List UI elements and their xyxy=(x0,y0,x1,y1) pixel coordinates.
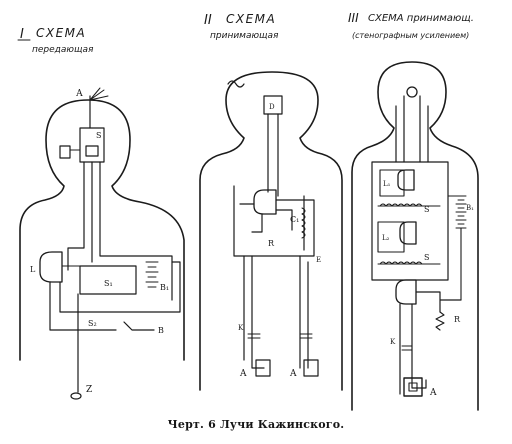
scheme-3-stage-2-tube-icon xyxy=(399,221,417,245)
scheme-1-tube-icon xyxy=(39,251,63,283)
scheme-3-stage-2-box xyxy=(377,221,405,253)
scheme-1-s1-box xyxy=(79,265,137,295)
scheme-1-heading: СХЕМА xyxy=(36,26,86,40)
figure-caption: Черт. 6 Лучи Кажинского. xyxy=(167,418,345,431)
scheme-3-stage-1-tube-icon xyxy=(397,169,415,191)
scheme-2-silhouette xyxy=(199,71,343,391)
scheme-2-capacitor-right-icon xyxy=(299,333,313,339)
scheme-2-label-a-left: A xyxy=(239,369,247,379)
scheme-1-label-a: А xyxy=(76,89,83,99)
scheme-2-capacitor-left-icon xyxy=(247,333,261,339)
scheme-1-label-b: B xyxy=(158,326,164,335)
scheme-2-numeral: II xyxy=(204,13,212,28)
scheme-1-label-l: L xyxy=(30,265,36,274)
scheme-1-label-z: Z xyxy=(86,385,92,395)
scheme-3-subtitle: (стенографным усилением) xyxy=(352,31,469,40)
scheme-2-heading: СХЕМА xyxy=(226,12,276,26)
scheme-1-subtitle: передающая xyxy=(32,45,94,55)
scheme-3: III СХЕМА принимающ. (стенографным усиле… xyxy=(348,11,479,411)
scheme-2-tube-icon xyxy=(253,189,277,215)
scheme-1-silhouette xyxy=(19,99,185,361)
scheme-1-body-wiring xyxy=(67,161,173,301)
scheme-3-lower-wiring xyxy=(399,291,462,395)
scheme-2-detector-box xyxy=(263,95,283,115)
scheme-3-label-k: K xyxy=(390,338,396,346)
scheme-2-electrode-right xyxy=(303,359,319,377)
scheme-3-electrode-inner xyxy=(408,382,418,392)
scheme-3-label-a: A xyxy=(429,388,437,398)
scheme-2-label-e: E xyxy=(316,256,321,264)
scheme-3-battery-icon xyxy=(455,195,467,229)
scheme-3-stage-1-coil-icon xyxy=(377,203,441,207)
scheme-3-label-b1: B₁ xyxy=(466,204,474,212)
scheme-1: I СХЕМА передающая А S L S₁ B₁ S₂ B xyxy=(17,26,185,400)
scheme-3-head-element-icon xyxy=(406,86,418,98)
scheme-2-label-k: K xyxy=(238,324,244,332)
scheme-1-lower-wiring xyxy=(49,261,181,331)
scheme-1-battery-icon xyxy=(145,261,159,288)
scheme-3-label-l2: L₂ xyxy=(382,234,390,242)
scheme-1-label-s2: S₂ xyxy=(88,319,97,328)
scheme-3-stage-1-box xyxy=(379,169,405,197)
scheme-1-label-s: S xyxy=(96,131,101,140)
scheme-3-battery-wiring xyxy=(447,195,462,301)
scheme-2-label-c: C₁ xyxy=(290,215,299,224)
scheme-3-resistor-icon xyxy=(435,311,445,331)
scheme-1-ground-icon xyxy=(70,392,82,400)
scheme-2-leg-wiring xyxy=(243,255,309,369)
scheme-2-label-r: R xyxy=(268,239,275,248)
scheme-3-stage-2-coil-icon xyxy=(377,261,441,265)
scheme-1-label-b1: B₁ xyxy=(160,283,169,292)
scheme-3-silhouette xyxy=(351,61,479,411)
scheme-2-label-d: D xyxy=(269,103,275,111)
scheme-1-antenna-icon xyxy=(89,87,109,101)
scheme-3-output-tube-icon xyxy=(395,279,417,305)
scheme-2-circuit-wiring xyxy=(233,185,315,257)
scheme-3-label-r: R xyxy=(454,315,461,324)
scheme-2-subtitle: принимающая xyxy=(210,31,279,41)
scheme-1-head-element xyxy=(59,145,71,159)
scheme-3-capacitor-icon xyxy=(401,345,413,351)
scheme-3-neck-wiring xyxy=(395,95,429,163)
scheme-3-numeral: III xyxy=(348,11,359,25)
scheme-3-heading: СХЕМА принимающ. xyxy=(368,13,474,24)
scheme-2-label-a-right: A xyxy=(289,369,297,379)
scheme-2-neck-wiring xyxy=(267,113,279,197)
scheme-3-label-s-lower: S xyxy=(424,253,429,262)
scheme-2-stray-mark xyxy=(227,80,245,88)
scheme-2: II СХЕМА принимающая D C₁ R E K A A xyxy=(199,12,343,391)
scheme-2-coil-icon xyxy=(301,207,306,239)
scheme-1-label-s1: S₁ xyxy=(104,279,113,288)
scheme-3-electrode xyxy=(403,377,423,397)
scheme-3-label-l1: L₁ xyxy=(383,180,391,188)
scheme-3-label-s-upper: S xyxy=(424,205,429,214)
scheme-1-numeral: I xyxy=(20,27,24,42)
scheme-1-head-coil xyxy=(85,145,99,157)
scheme-2-electrode-left xyxy=(255,359,271,377)
